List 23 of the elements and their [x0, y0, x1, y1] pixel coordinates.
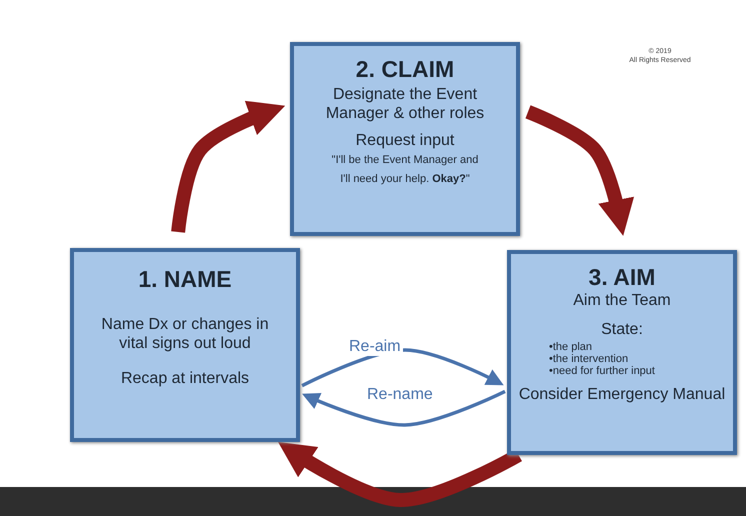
step-text: State: [601, 320, 643, 340]
bullet-item: •the plan [549, 341, 593, 354]
step-title: 3. AIM [588, 264, 656, 291]
bullet-item: •need for further input [549, 365, 655, 378]
arrow [278, 442, 522, 507]
step-text: Name Dx or changes in vital signs out loud [100, 315, 270, 354]
edge-label: Re-aim [347, 338, 403, 356]
step-title: 1. NAME [138, 266, 232, 293]
arrow [171, 100, 286, 233]
arrow [525, 105, 634, 236]
step-text: Consider Emergency Manual [518, 385, 726, 405]
step-title: 2. CLAIM [356, 56, 454, 83]
arrow [301, 348, 504, 388]
step-text: Aim the Team [573, 291, 671, 310]
bullet-item: •the intervention [549, 353, 630, 366]
process-box [70, 248, 300, 442]
step-text: Request input [356, 131, 454, 151]
process-box [290, 42, 520, 236]
step-text: Recap at intervals [120, 369, 250, 389]
quote-text: "I'll be the Event Manager and I'll need your help. Okay?" [330, 152, 480, 188]
step-text: Designate the Event Manager & other roles [324, 85, 486, 124]
process-box [507, 250, 737, 455]
arrow [302, 390, 506, 427]
